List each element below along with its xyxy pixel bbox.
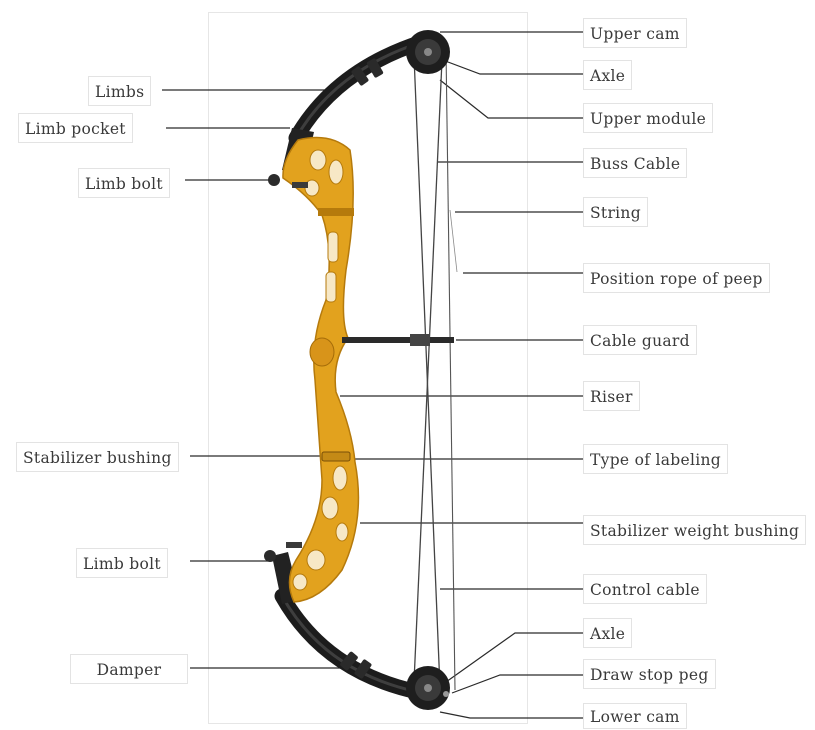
label-damper: Damper: [70, 654, 188, 684]
upper-bolt-plate: [292, 182, 308, 188]
leader-draw-stop-peg: [452, 675, 583, 693]
upper-axle: [424, 48, 432, 56]
label-draw-stop-peg: Draw stop peg: [583, 659, 716, 689]
leader-lower-cam: [440, 712, 583, 718]
lower-limb: [282, 596, 418, 692]
cable-guard-slide: [410, 334, 430, 346]
label-buss-cable: Buss Cable: [583, 148, 687, 178]
riser-slot: [318, 208, 354, 216]
riser: [283, 138, 359, 602]
strings-and-cables: [414, 50, 457, 690]
draw-stop-peg: [443, 691, 449, 697]
cutout: [310, 150, 326, 170]
cutout: [322, 497, 338, 519]
cable-guard: [342, 334, 454, 346]
cutout: [326, 272, 336, 302]
upper-cam: [406, 30, 450, 74]
label-limb-bolt-upper: Limb bolt: [78, 168, 170, 198]
label-axle-upper: Axle: [583, 60, 632, 90]
label-axle-lower: Axle: [583, 618, 632, 648]
limb-pockets: [264, 128, 314, 604]
lower-axle: [424, 684, 432, 692]
label-cable-guard: Cable guard: [583, 325, 697, 355]
peep-rope: [450, 210, 457, 272]
leader-upper-module: [440, 80, 583, 118]
label-string: String: [583, 197, 648, 227]
label-upper-module: Upper module: [583, 103, 713, 133]
leader-axle-upper: [432, 56, 583, 74]
cutout: [329, 160, 343, 184]
label-type-of-labeling: Type of labeling: [583, 444, 728, 474]
label-stabilizer-bushing: Stabilizer bushing: [16, 442, 179, 472]
cutout: [328, 232, 338, 262]
cutout: [293, 574, 307, 590]
cutout: [336, 523, 348, 541]
grip: [310, 338, 334, 366]
label-upper-cam: Upper cam: [583, 18, 687, 48]
cutout: [307, 550, 325, 570]
label-limb-pocket: Limb pocket: [18, 113, 133, 143]
lower-limb-bolt: [264, 550, 276, 562]
label-limbs: Limbs: [88, 76, 151, 106]
upper-limb-bolt: [268, 174, 280, 186]
stabilizer-bushing-mark: [322, 452, 350, 461]
lower-cam: [406, 666, 450, 710]
label-riser: Riser: [583, 381, 640, 411]
lower-limb-edge: [282, 596, 418, 692]
label-position-rope: Position rope of peep: [583, 263, 770, 293]
lower-bolt-plate: [286, 542, 302, 548]
cable-guard-rod: [342, 337, 454, 343]
label-limb-bolt-lower: Limb bolt: [76, 548, 168, 578]
cutout: [333, 466, 347, 490]
leader-lines: [162, 32, 583, 718]
label-lower-cam: Lower cam: [583, 703, 687, 729]
label-control-cable: Control cable: [583, 574, 707, 604]
bow-string: [446, 50, 455, 690]
label-stabilizer-weight-bushing: Stabilizer weight bushing: [583, 515, 806, 545]
